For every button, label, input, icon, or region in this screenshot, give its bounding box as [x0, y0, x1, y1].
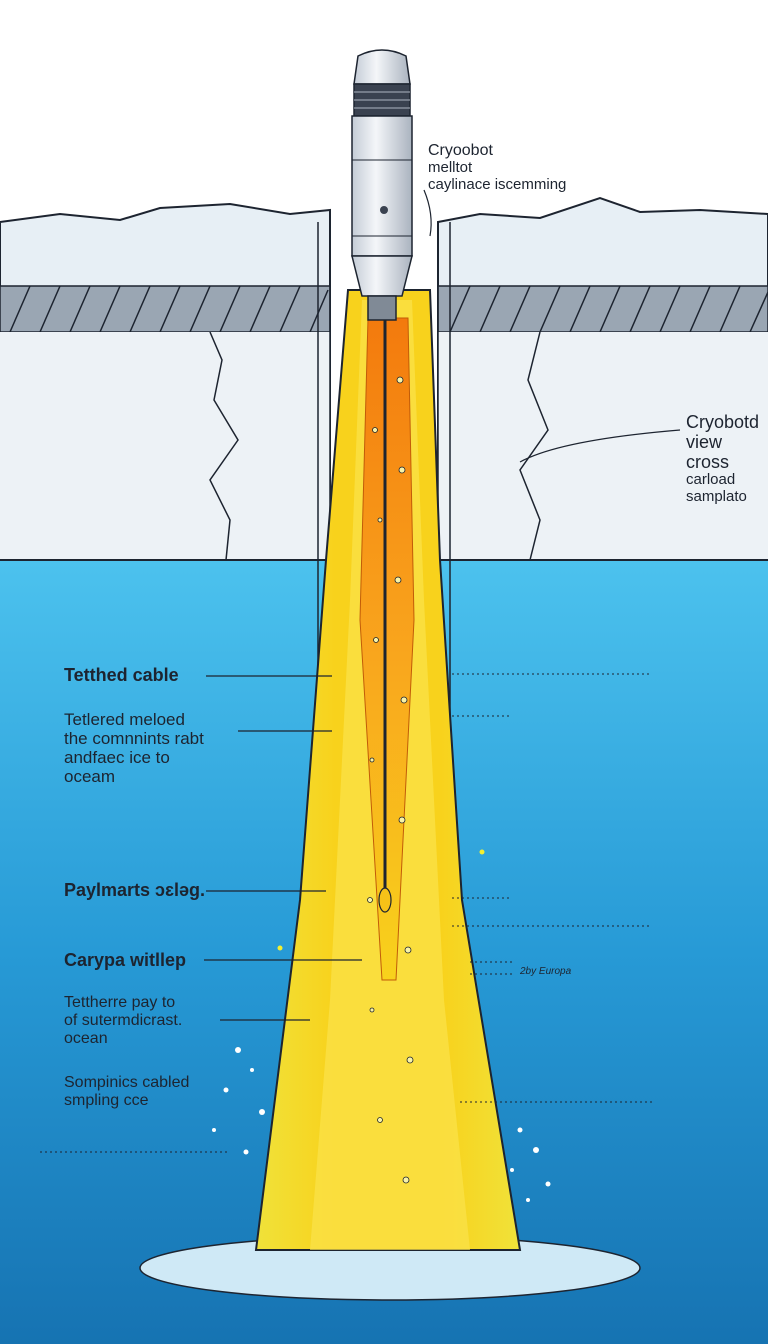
cable-drip — [378, 887, 392, 913]
label-line: Cryobotd — [686, 412, 760, 432]
label-line: caylinace iscemming — [428, 175, 567, 193]
label-line: smpling cce — [64, 1091, 149, 1109]
label-line: cross — [686, 452, 730, 473]
leader-lines — [204, 189, 681, 1021]
ocean-bubbles — [212, 849, 551, 1202]
label-tethered-melted: Tetlered meloed the comnnints rabt andfa… — [64, 710, 204, 786]
bubbles — [367, 376, 414, 1184]
meltwater-plume — [254, 289, 522, 1251]
label-line: ocean — [64, 1029, 108, 1047]
label-line: Tetlered meloed — [64, 710, 185, 729]
label-payload: Paylmarts ɔɛləɡ. — [64, 880, 206, 900]
dotted-guides — [40, 673, 652, 1153]
label-tethered-cable: Tetthed cable — [64, 665, 179, 685]
label-line: Cryoobot — [428, 142, 493, 159]
label-carya: Carypa witllep — [64, 950, 187, 970]
label-line: Sompinics cabled — [64, 1074, 190, 1091]
label-line: carload — [686, 471, 736, 489]
ice-shelf — [0, 196, 768, 1240]
label-line: view — [686, 432, 723, 453]
label-cryobot-view: Cryobotd view cross carload samplato — [686, 412, 759, 506]
label-europa: 2by Europa — [520, 966, 572, 977]
label-cryobot-top: Cryoobot melltot caylinace iscemming — [428, 142, 566, 194]
label-line: Tettherre pay to — [64, 994, 176, 1011]
label-line: melltot — [428, 158, 473, 176]
cryobot-probe — [351, 49, 413, 321]
label-line: andfaec ice to — [64, 748, 170, 768]
label-line: oceam — [64, 767, 116, 787]
label-tetherre: Tettherre pay to of sutermdicrast. ocean — [64, 994, 182, 1048]
label-line: samplato — [686, 488, 747, 506]
label-line: of sutermdicrast. — [64, 1011, 183, 1029]
label-line: the comnnints rabt — [64, 729, 204, 749]
label-sampling: Sompinics cabled smpling cce — [64, 1074, 189, 1110]
